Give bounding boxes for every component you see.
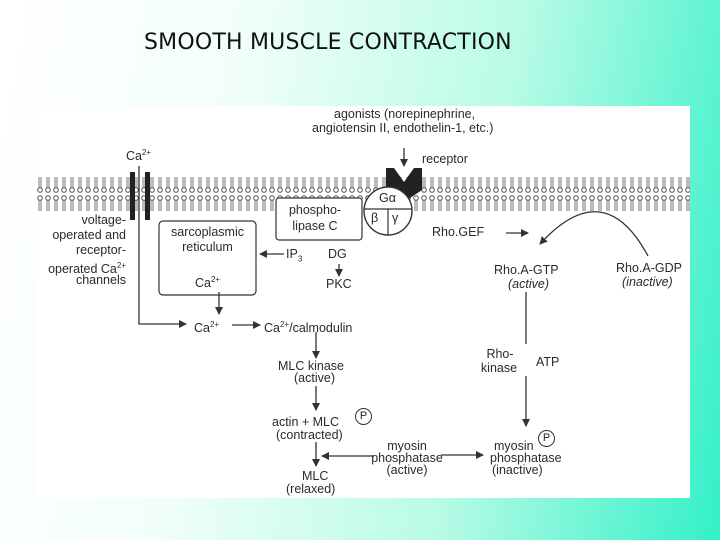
receptor-label: receptor bbox=[422, 152, 468, 166]
mlc-kinase-label-line1: MLC kinase bbox=[278, 359, 344, 373]
ip3-label: IP3 bbox=[286, 247, 303, 264]
g-gamma-label: γ bbox=[392, 211, 399, 225]
ca-calmodulin-label: Ca2+/calmodulin bbox=[264, 320, 353, 336]
voltage-channel-label-line5: channels bbox=[75, 273, 126, 287]
myosin-phosphatase-inactive-line3: (inactive) bbox=[492, 463, 543, 477]
rho-kinase-label-line2: kinase bbox=[480, 361, 518, 375]
plc-box bbox=[275, 197, 363, 241]
phosphate-badge-phosphatase: P bbox=[538, 430, 555, 447]
myosin-phosphatase-active-line1: myosin bbox=[387, 439, 427, 453]
ca-mid-label: Ca2+ bbox=[194, 320, 220, 336]
plc-label-line1: phospho- bbox=[288, 203, 342, 217]
voltage-channel-label-line3: receptor- bbox=[75, 243, 126, 257]
myosin-phosphatase-active-line2: phosphatase bbox=[371, 451, 443, 465]
dg-label: DG bbox=[328, 247, 347, 261]
ca-channel-bar-right bbox=[145, 172, 150, 220]
ca-top-label: Ca2+ bbox=[126, 148, 152, 164]
contracted-label: (contracted) bbox=[276, 428, 343, 442]
voltage-channel-label-line4: operated Ca2+ bbox=[48, 261, 126, 277]
g-beta-label: β bbox=[371, 211, 379, 225]
rhoa-gtp-active-label: (active) bbox=[508, 277, 549, 291]
pathway-diagram: agonists (norepinephrine, angiotensin II… bbox=[36, 106, 690, 498]
mlc-relaxed-label: MLC bbox=[302, 469, 329, 483]
mlc-kinase-label-line2: (active) bbox=[294, 371, 335, 385]
actin-mlc-label: actin + MLC bbox=[272, 415, 340, 429]
agonists-label-line2: angiotensin II, endothelin-1, etc.) bbox=[312, 121, 494, 135]
rhoa-gtp-label: Rho.A-GTP bbox=[494, 263, 559, 277]
sr-label-line2: reticulum bbox=[182, 240, 233, 254]
rhoa-gdp-label: Rho.A-GDP bbox=[616, 261, 682, 275]
rho-kinase-label-line1: Rho- bbox=[486, 347, 514, 361]
rhogef-label: Rho.GEF bbox=[432, 225, 485, 239]
agonists-label-line1: agonists (norepinephrine, bbox=[334, 107, 476, 121]
sr-box bbox=[158, 220, 257, 296]
relaxed-label: (relaxed) bbox=[286, 482, 336, 496]
rhoa-gdp-inactive-label: (inactive) bbox=[622, 275, 673, 289]
voltage-channel-label-line1: voltage- bbox=[81, 213, 126, 227]
slide-title: SMOOTH MUSCLE CONTRACTION bbox=[144, 30, 512, 55]
myosin-phosphatase-active-line3: (active) bbox=[386, 463, 428, 477]
pkc-label: PKC bbox=[326, 277, 352, 291]
sr-ca-label: Ca2+ bbox=[195, 275, 221, 291]
phosphate-badge-contracted: P bbox=[355, 408, 372, 425]
g-alpha-label: Gα bbox=[379, 191, 396, 205]
myosin-phosphatase-inactive-line1: myosin bbox=[494, 439, 534, 453]
ca-channel-bar-left bbox=[130, 172, 135, 220]
plc-label-line2: lipase C bbox=[292, 219, 338, 233]
diagram-graphics bbox=[36, 148, 690, 467]
atp-label: ATP bbox=[536, 355, 560, 369]
myosin-phosphatase-inactive-line2: phosphatase bbox=[490, 451, 562, 465]
voltage-channel-label-line2: operated and bbox=[52, 228, 126, 242]
sr-label-line1: sarcoplasmic bbox=[171, 225, 244, 239]
